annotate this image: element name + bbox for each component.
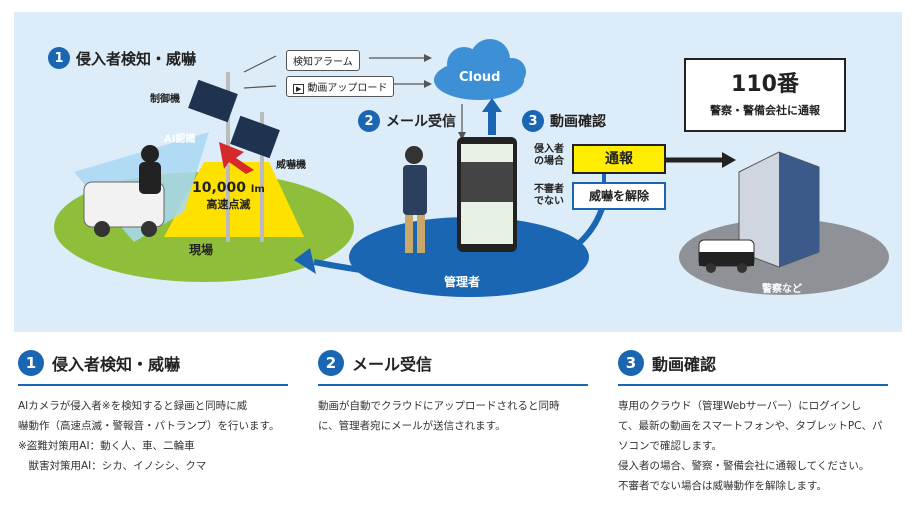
release-button[interactable]: 威嚇を解除: [572, 182, 666, 210]
section-2-title: メール受信: [352, 355, 433, 374]
manager-person-icon: [405, 146, 423, 164]
flash-unit: lm: [250, 184, 265, 195]
section-1-title: 侵入者検知・威嚇: [52, 355, 181, 374]
play-icon: ▶: [293, 84, 305, 94]
intruder-case-label: 侵入者 の場合: [534, 144, 564, 167]
flash-value: 10,000: [192, 180, 247, 196]
not-suspicious-label: 不審者 でない: [534, 184, 564, 207]
step1-number: 1: [48, 47, 70, 69]
section-2-number: 2: [318, 350, 344, 376]
intimidator-label: 威嚇機: [276, 160, 306, 171]
section-3-head: 3 動画確認: [618, 350, 888, 386]
upload-arrow-icon: [482, 98, 502, 112]
cloud-icon: [434, 39, 526, 100]
release-arrow: [313, 201, 607, 281]
upload-box: ▶動画アップロード: [286, 76, 395, 97]
step2-title: 2 メール受信: [358, 110, 456, 132]
solar-panel-2: [230, 115, 280, 159]
step2-number: 2: [358, 110, 380, 132]
section-1-head: 1 侵入者検知・威嚇: [18, 350, 288, 386]
section-1: 1 侵入者検知・威嚇 AIカメラが侵入者※を検知すると録画と同時に威 嚇動作（高…: [18, 350, 288, 476]
police-sub: 警察・警備会社に通報: [710, 104, 820, 117]
ai-label: AI認識: [164, 134, 196, 145]
section-1-text: AIカメラが侵入者※を検知すると録画と同時に威 嚇動作（高速点滅・警報音・パトラ…: [18, 400, 280, 472]
manager-label: 管理者: [444, 275, 481, 289]
section-3: 3 動画確認 専用のクラウド（管理Webサーバー）にログインし て、最新の動画を…: [618, 350, 888, 496]
flash-zone: [164, 162, 304, 237]
step2-label: メール受信: [386, 114, 456, 130]
police-call-box: 110番 警察・警備会社に通報: [684, 58, 846, 132]
police-number: 110番: [731, 72, 799, 97]
diagram-graphics: [54, 39, 889, 297]
flash-spec: 10,000 lm 高速点滅: [192, 180, 265, 212]
alarm-box: 検知アラーム: [286, 50, 360, 71]
report-arrow-icon: [722, 152, 736, 168]
step1-title: 1 侵入者検知・威嚇: [48, 47, 196, 69]
flash-mode: 高速点滅: [206, 198, 251, 211]
intruder-icon: [141, 145, 159, 163]
report-button[interactable]: 通報: [572, 144, 666, 174]
diagram-panel: 1 侵入者検知・威嚇 2 メール受信 3 動画確認 検知アラーム ▶動画アップロ…: [14, 12, 902, 332]
section-3-title: 動画確認: [652, 355, 717, 374]
section-3-text: 専用のクラウド（管理Webサーバー）にログインし て、最新の動画をスマートフォン…: [618, 400, 883, 492]
upload-label: 動画アップロード: [307, 83, 388, 94]
step3-title: 3 動画確認: [522, 110, 606, 132]
cloud-label: Cloud: [459, 70, 501, 85]
step1-label: 侵入者検知・威嚇: [76, 49, 197, 68]
section-2-head: 2 メール受信: [318, 350, 588, 386]
section-3-number: 3: [618, 350, 644, 376]
red-arrow-icon: [219, 142, 254, 174]
controller-label: 制御機: [150, 94, 180, 105]
section-2: 2 メール受信 動画が自動でクラウドにアップロードされると同時 に、管理者宛にメ…: [318, 350, 588, 436]
pole-2: [260, 112, 264, 242]
step3-label: 動画確認: [550, 114, 606, 130]
step3-number: 3: [522, 110, 544, 132]
section-1-number: 1: [18, 350, 44, 376]
solar-panel-1: [188, 79, 238, 123]
police-label: 警察など: [762, 284, 802, 295]
site-label: 現場: [189, 243, 214, 257]
section-2-text: 動画が自動でクラウドにアップロードされると同時 に、管理者宛にメールが送信されま…: [318, 400, 560, 432]
